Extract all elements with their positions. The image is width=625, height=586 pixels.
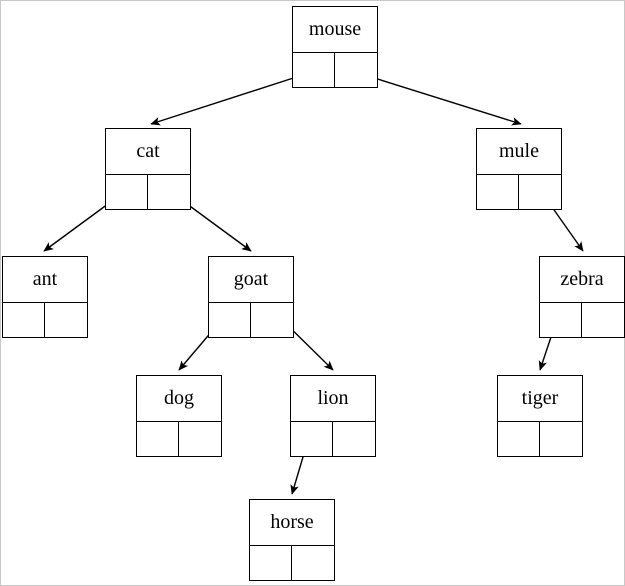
tree-node-pointer-cells (291, 422, 375, 457)
left-pointer-cell (498, 422, 540, 457)
right-pointer-cell (179, 422, 221, 456)
left-pointer-cell (540, 303, 582, 338)
right-pointer-cell (582, 303, 624, 337)
tree-node-dog[interactable]: dog (136, 375, 222, 457)
tree-node-label: dog (137, 376, 221, 422)
left-pointer-cell (106, 175, 148, 210)
tree-node-label: mule (477, 129, 561, 175)
tree-edge-mouse-to-mule (351, 70, 522, 126)
tree-node-label: tiger (498, 376, 582, 422)
tree-node-cat[interactable]: cat (105, 128, 191, 210)
left-pointer-cell (293, 53, 335, 88)
tree-node-tiger[interactable]: tiger (497, 375, 583, 457)
left-pointer-cell (477, 175, 519, 210)
tree-node-pointer-cells (540, 303, 624, 338)
tree-node-pointer-cells (293, 53, 377, 88)
tree-node-pointer-cells (250, 546, 334, 581)
left-pointer-cell (291, 422, 333, 457)
left-pointer-cell (209, 303, 251, 338)
left-pointer-cell (3, 303, 45, 338)
tree-node-label: goat (209, 257, 293, 303)
tree-node-pointer-cells (3, 303, 87, 338)
tree-edge-mouse-to-cat (150, 70, 316, 126)
tree-node-goat[interactable]: goat (208, 256, 294, 338)
tree-node-lion[interactable]: lion (290, 375, 376, 457)
right-pointer-cell (333, 422, 375, 456)
tree-node-mouse[interactable]: mouse (292, 6, 378, 88)
left-pointer-cell (250, 546, 292, 581)
tree-node-label: horse (250, 500, 334, 546)
tree-node-pointer-cells (209, 303, 293, 338)
right-pointer-cell (251, 303, 293, 337)
right-pointer-cell (45, 303, 87, 337)
tree-node-zebra[interactable]: zebra (539, 256, 625, 338)
tree-node-horse[interactable]: horse (249, 499, 335, 581)
tree-node-label: zebra (540, 257, 624, 303)
tree-node-pointer-cells (477, 175, 561, 210)
tree-node-pointer-cells (106, 175, 190, 210)
right-pointer-cell (335, 53, 377, 87)
tree-node-pointer-cells (498, 422, 582, 457)
tree-node-pointer-cells (137, 422, 221, 457)
left-pointer-cell (137, 422, 179, 457)
right-pointer-cell (540, 422, 582, 456)
right-pointer-cell (148, 175, 190, 209)
tree-node-label: lion (291, 376, 375, 422)
right-pointer-cell (519, 175, 561, 209)
right-pointer-cell (292, 546, 334, 580)
tree-node-ant[interactable]: ant (2, 256, 88, 338)
tree-node-mule[interactable]: mule (476, 128, 562, 210)
tree-node-label: cat (106, 129, 190, 175)
tree-node-label: mouse (293, 7, 377, 53)
tree-node-label: ant (3, 257, 87, 303)
